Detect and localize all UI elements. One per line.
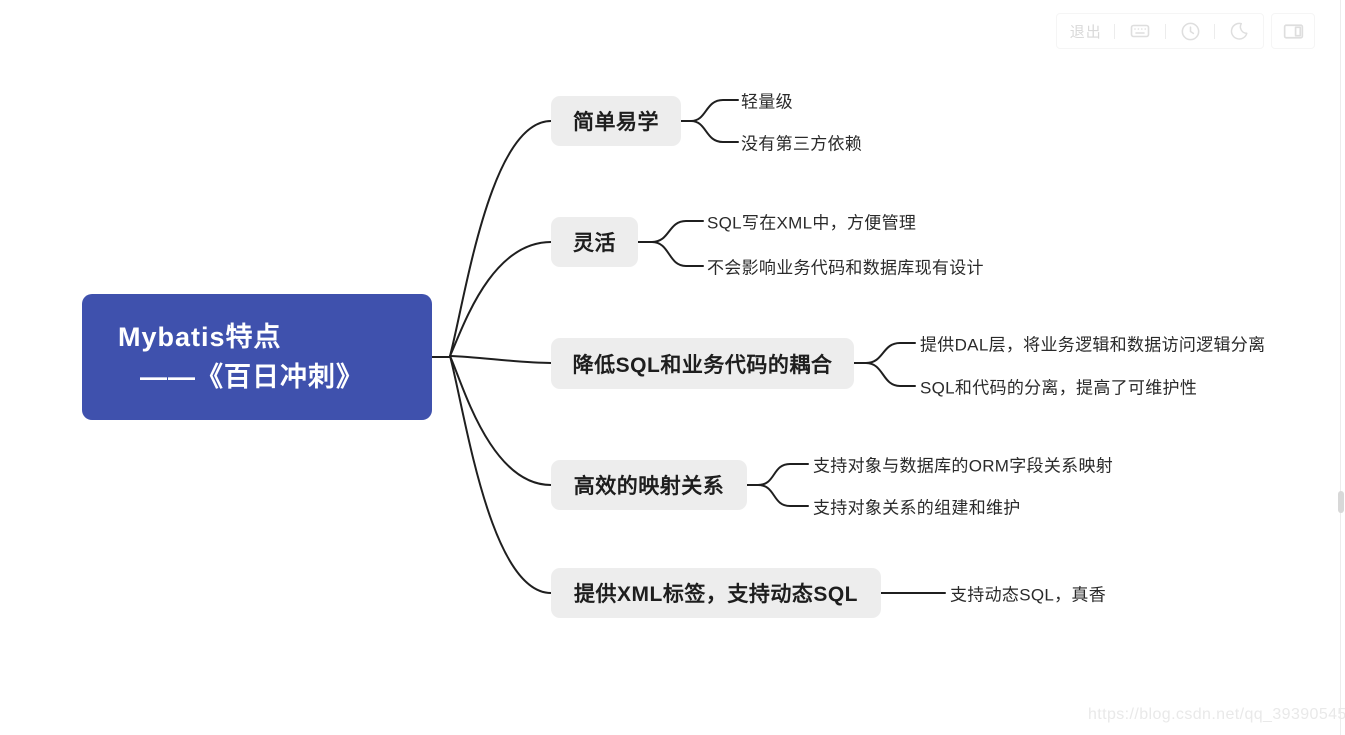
watermark-url: https://blog.csdn.net/qq_39390545 [1088,706,1345,723]
sidebar-toggle-icon[interactable] [1271,13,1315,49]
connector-branch-5 [449,355,552,594]
branch-topic-easy-to-learn[interactable]: 简单易学 [551,96,681,146]
clock-icon[interactable] [1179,20,1202,43]
connector-leaf [865,342,916,364]
connector-branch-2 [449,241,552,357]
toolbar-divider [1164,23,1166,39]
toolbar-divider [1114,23,1116,39]
connector-leaf [757,484,809,507]
connector-branch-1 [449,120,552,357]
leaf-topic[interactable]: SQL写在XML中，方便管理 [707,213,917,233]
root-topic-line1: Mybatis特点 [118,322,282,352]
leaf-topic[interactable]: 支持对象与数据库的ORM字段关系映射 [813,456,1114,476]
branch-topic-flexible[interactable]: 灵活 [551,217,638,267]
moon-icon[interactable] [1228,20,1250,42]
connector-leaf [865,362,916,387]
leaf-topic[interactable]: 支持对象关系的组建和维护 [813,498,1021,518]
keyboard-icon[interactable] [1128,19,1152,43]
leaf-topic[interactable]: 轻量级 [741,92,793,112]
leaf-topic[interactable]: 不会影响业务代码和数据库现有设计 [707,258,984,278]
scrollbar-thumb[interactable] [1338,491,1344,513]
branch-topic-xml-tags[interactable]: 提供XML标签，支持动态SQL [551,568,881,618]
leaf-topic[interactable]: 提供DAL层，将业务逻辑和数据访问逻辑分离 [920,335,1266,355]
branch-topic-mapping[interactable]: 高效的映射关系 [551,460,747,510]
connector-leaf [651,241,704,267]
root-topic[interactable]: Mybatis特点 ——《百日冲刺》 [82,294,432,420]
toolbar: 退出 [1056,13,1264,49]
connector-leaf [651,220,704,243]
connector-leaf [690,120,739,143]
branch-topic-decouple-sql[interactable]: 降低SQL和业务代码的耦合 [551,338,854,389]
root-topic-line2: ——《百日冲刺》 [140,362,364,392]
exit-button[interactable]: 退出 [1069,23,1102,41]
connector-leaf [690,99,739,122]
leaf-topic[interactable]: 没有第三方依赖 [741,134,863,154]
connector-branch-4 [449,355,552,486]
toolbar-divider [1214,23,1216,39]
leaf-topic[interactable]: SQL和代码的分离，提高了可维护性 [920,378,1198,398]
scrollbar-track [1340,0,1341,735]
connector-branch-3 [449,355,552,364]
leaf-topic[interactable]: 支持动态SQL，真香 [950,585,1107,605]
connector-leaf [757,463,809,486]
